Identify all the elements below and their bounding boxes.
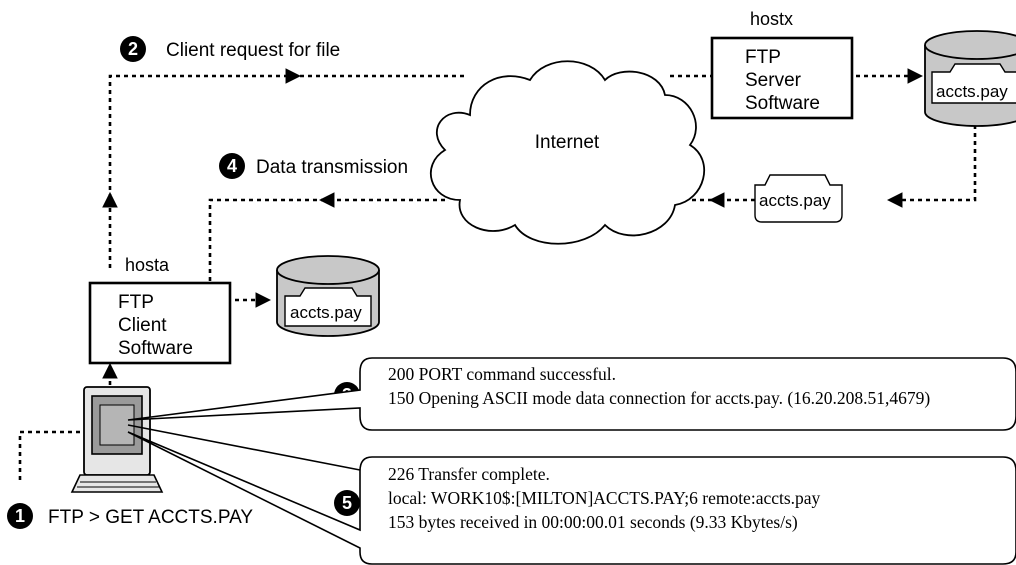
svg-text:5: 5 bbox=[342, 493, 352, 513]
server-file-label: accts.pay bbox=[936, 82, 1008, 101]
step-3-message-1: 200 PORT command successful. bbox=[388, 364, 616, 384]
transit-file-icon: accts.pay bbox=[754, 174, 843, 223]
step-5-message-1: 226 Transfer complete. bbox=[388, 464, 550, 484]
step-5-message-2: local: WORK10$:[MILTON]ACCTS.PAY;6 remot… bbox=[388, 488, 821, 508]
step-3-message-2: 150 Opening ASCII mode data connection f… bbox=[388, 388, 930, 408]
client-file-label: accts.pay bbox=[290, 303, 362, 322]
server-box-line-2: Server bbox=[745, 70, 802, 91]
callout-3-pointer bbox=[127, 424, 361, 471]
client-box-line-3: Software bbox=[118, 338, 193, 359]
client-host-label: hosta bbox=[125, 255, 170, 275]
data-flow bbox=[208, 125, 977, 308]
svg-text:1: 1 bbox=[15, 506, 25, 526]
client-disk-icon: accts.pay bbox=[276, 255, 380, 337]
server-box-line-3: Software bbox=[745, 93, 820, 114]
data-to-client-disk-arrow bbox=[208, 198, 325, 308]
svg-text:4: 4 bbox=[227, 156, 237, 176]
step-4-label: Data transmission bbox=[256, 157, 408, 178]
ftp-server-box: FTP Server Software bbox=[710, 36, 854, 120]
internet-label: Internet bbox=[535, 132, 600, 153]
callout-step-5: 226 Transfer complete. local: WORK10$:[M… bbox=[127, 431, 1016, 565]
internet-cloud: Internet bbox=[429, 60, 706, 245]
transit-file-label: accts.pay bbox=[759, 191, 831, 210]
svg-text:2: 2 bbox=[128, 39, 138, 59]
step-1-label: FTP > GET ACCTS.PAY bbox=[48, 507, 253, 528]
step-badge-5: 5 bbox=[334, 490, 360, 516]
step-badge-1: 1 bbox=[7, 503, 33, 529]
step-2-label: Client request for file bbox=[166, 40, 340, 61]
server-box-line-1: FTP bbox=[745, 47, 781, 68]
server-host-label: hostx bbox=[750, 9, 793, 29]
request-arrow-right bbox=[108, 68, 302, 198]
step-badge-4: 4 bbox=[219, 153, 245, 179]
computer-icon bbox=[70, 386, 164, 493]
callout-step-3: 200 PORT command successful. 150 Opening… bbox=[127, 357, 1016, 431]
client-box-line-1: FTP bbox=[118, 292, 154, 313]
user-command-line bbox=[18, 430, 98, 480]
client-box-line-2: Client bbox=[118, 315, 167, 336]
ftp-client-box: FTP Client Software bbox=[88, 281, 232, 365]
disk-down-arrow bbox=[886, 125, 977, 208]
step-badge-2: 2 bbox=[120, 36, 146, 62]
server-disk-icon: accts.pay bbox=[924, 30, 1016, 127]
step-5-message-3: 153 bytes received in 00:00:00.01 second… bbox=[388, 512, 798, 532]
